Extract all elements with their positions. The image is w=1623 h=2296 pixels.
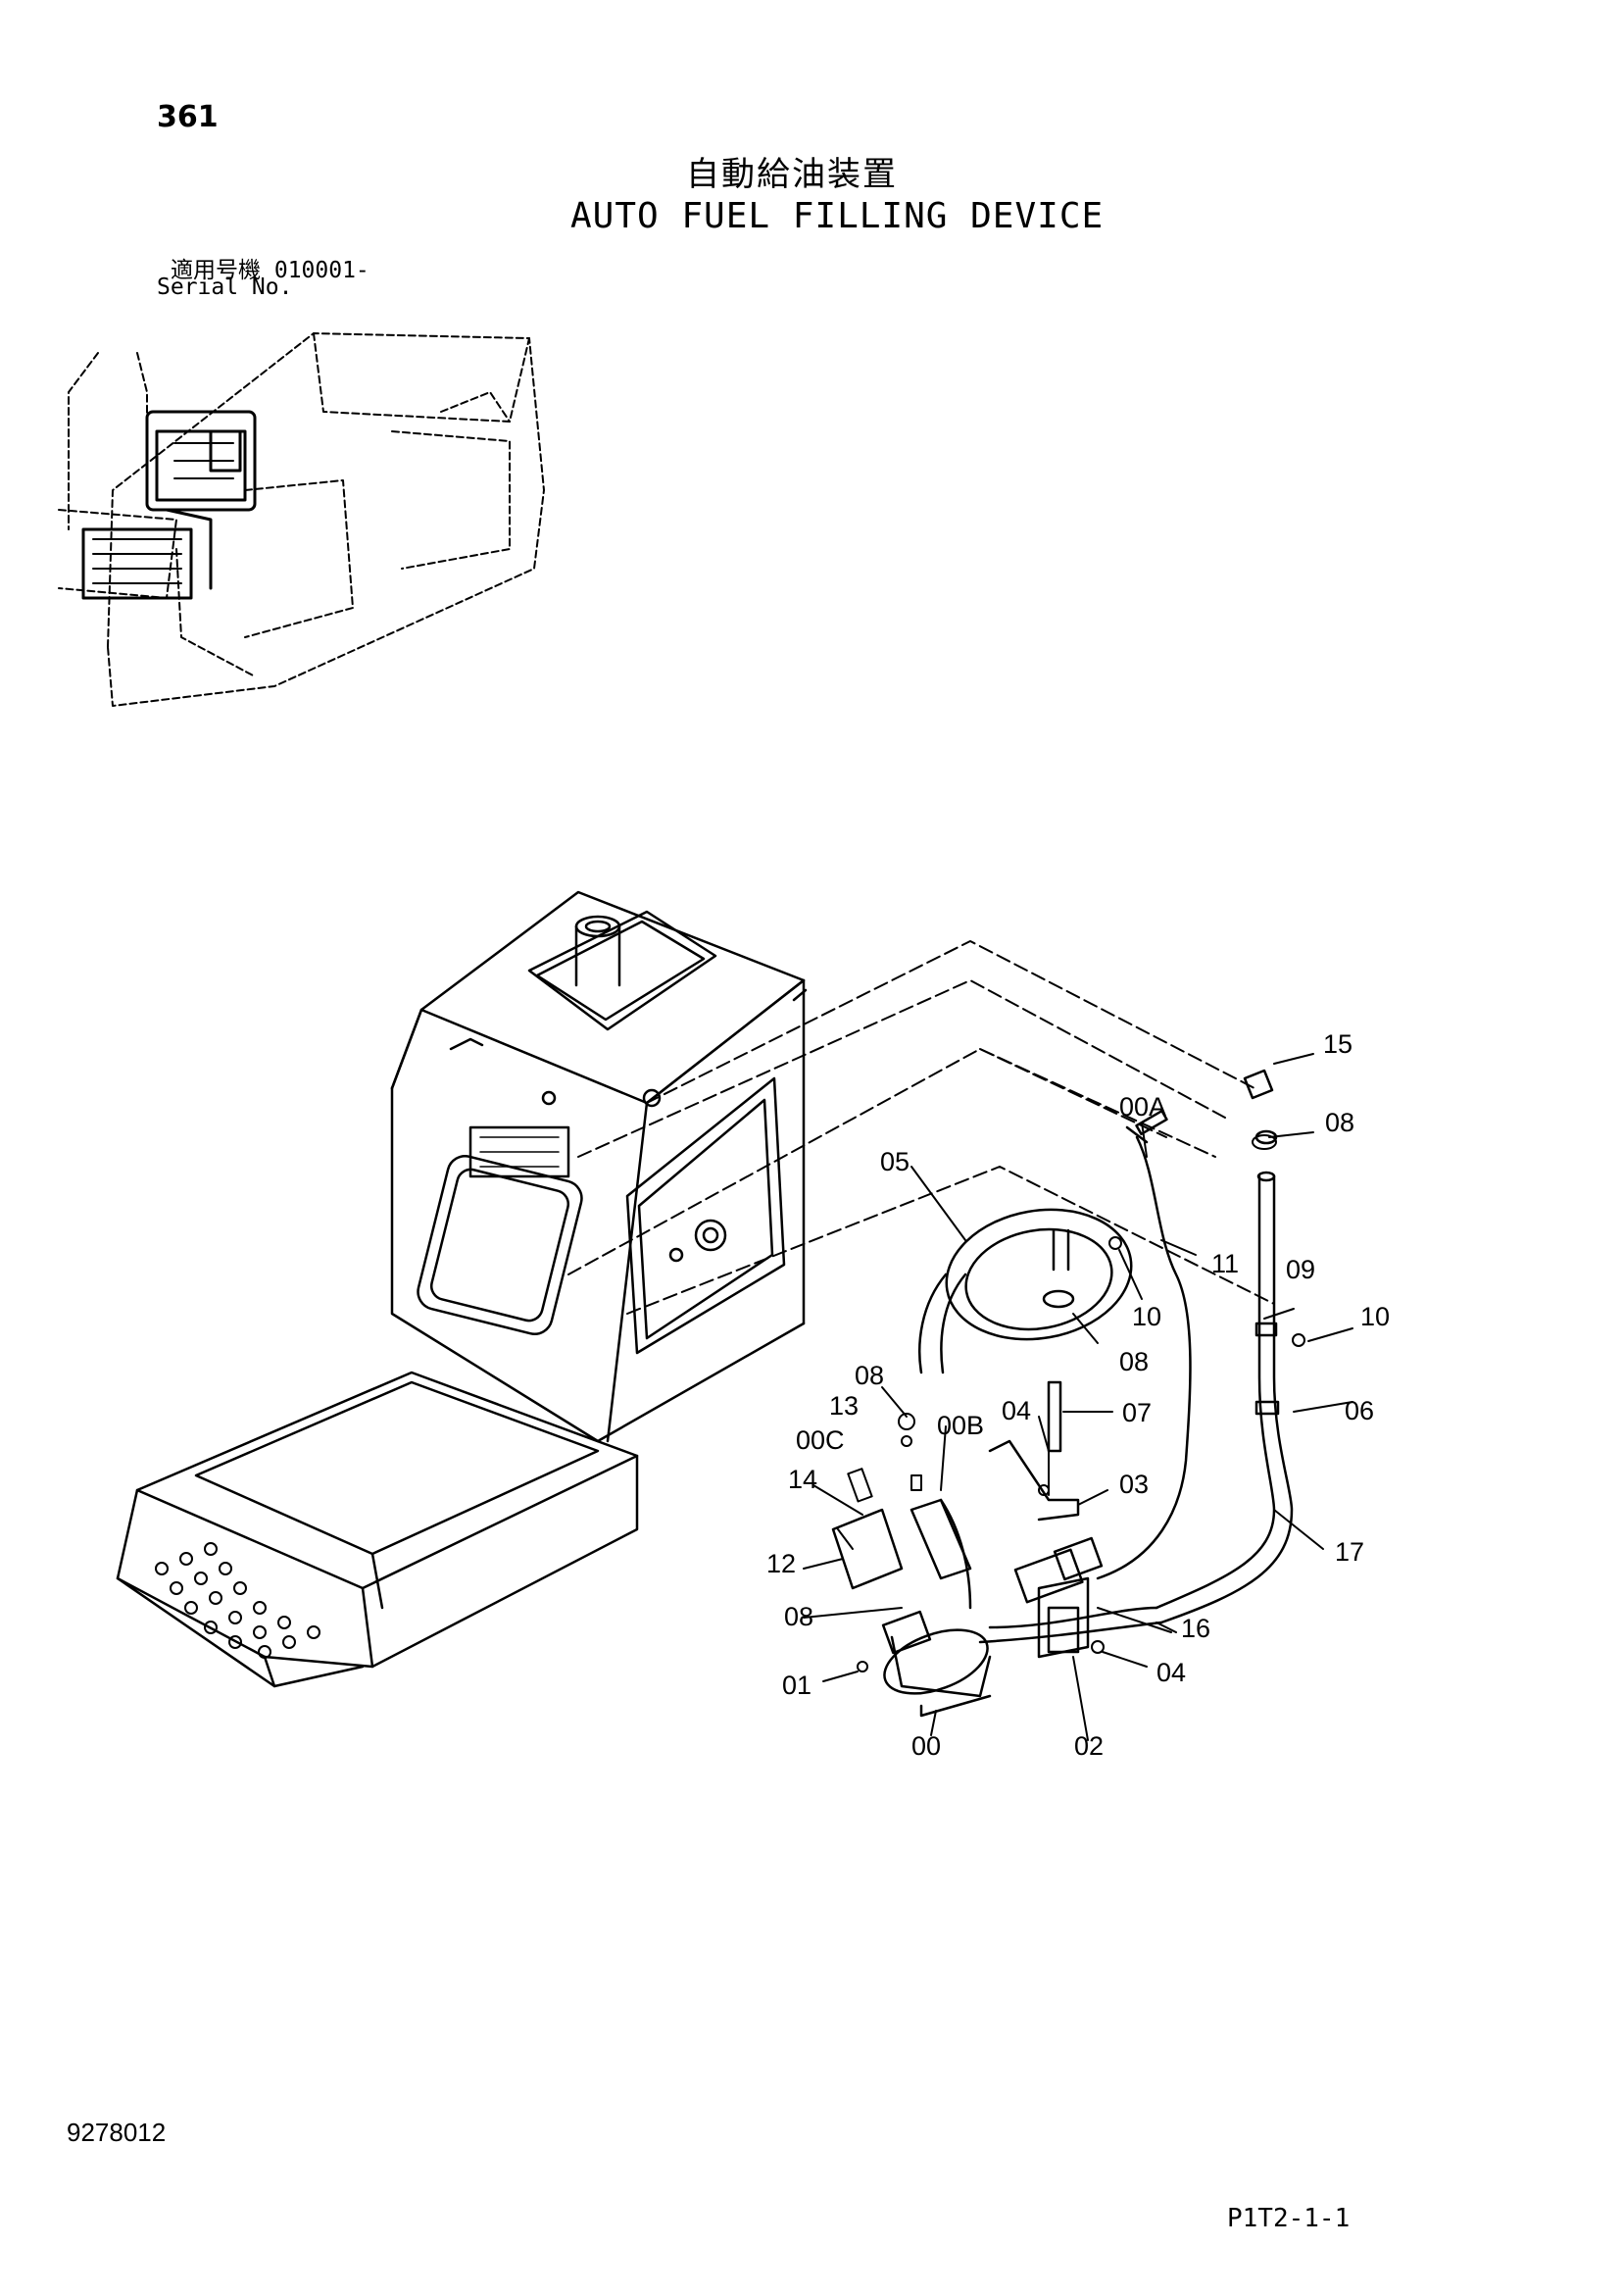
callout-12: 12 [766,1549,796,1578]
document-number: 9278012 [67,2118,167,2147]
sheet-code: P1T2-1-1 [1227,2204,1351,2233]
callout-labels: 15 00A 08 05 11 09 10 10 08 08 06 13 00B… [766,1029,1390,1761]
callout-08-third: 08 [855,1361,884,1390]
page-number: 361 [157,100,219,134]
callout-10: 10 [1360,1302,1390,1331]
fuel-tank [390,890,808,1443]
serial-label-english: Serial No. [157,275,293,300]
callout-04-second: 04 [1156,1658,1186,1687]
callout-06: 06 [1345,1396,1374,1425]
locator-highlight [81,410,257,600]
callout-08: 08 [1325,1108,1354,1137]
callout-17: 17 [1335,1537,1364,1567]
callout-15: 15 [1323,1029,1352,1059]
callout-08-fourth: 08 [784,1602,813,1631]
step-platform [116,1371,639,1688]
pump-assembly [881,1498,992,1718]
callout-04: 04 [1002,1396,1031,1425]
hose-coil [918,1208,1133,1374]
title-english: AUTO FUEL FILLING DEVICE [570,196,1105,236]
title-japanese: 自動給油装置 [686,155,898,194]
bracket-parts [831,1380,1090,1659]
callout-11: 11 [1211,1249,1239,1278]
callout-00C: 00C [796,1425,845,1455]
callout-01: 01 [782,1671,812,1700]
callout-07: 07 [1122,1398,1152,1427]
callout-00B: 00B [937,1411,984,1440]
callout-00A: 00A [1119,1092,1166,1122]
fuel-hose-assembly [978,1069,1294,1644]
leader-lines [803,1053,1353,1741]
callout-00: 00 [911,1731,941,1761]
assembly-guide-lines [567,940,1275,1315]
callout-09: 09 [1286,1255,1315,1284]
callout-02: 02 [1074,1731,1104,1761]
fasteners [847,1134,1305,1672]
callout-03: 03 [1119,1470,1149,1499]
callout-14: 14 [788,1465,817,1494]
callout-13: 13 [829,1391,859,1421]
callout-16: 16 [1181,1614,1210,1643]
callout-08-second: 08 [1119,1347,1149,1376]
serial-label-japanese: 適用号機 010001- [171,258,369,283]
callout-10-second: 10 [1132,1302,1161,1331]
machine-locator-drawing [58,332,545,707]
callout-05: 05 [880,1147,910,1176]
